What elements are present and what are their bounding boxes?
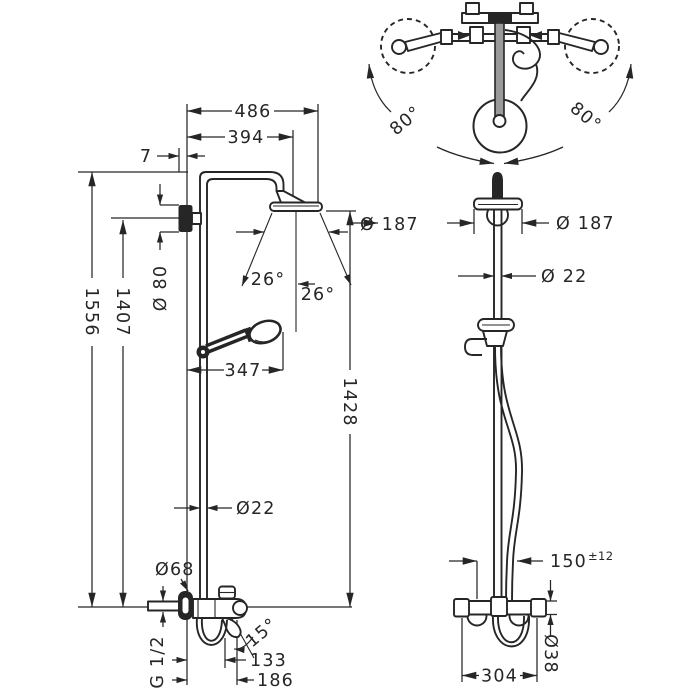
dim-label: 1407	[112, 287, 132, 336]
dim-label: Ø 187	[360, 215, 419, 235]
dim-label: 304	[481, 667, 518, 687]
top-swivel-view: 80° 80°	[366, 2, 634, 165]
swivel-position-left	[380, 18, 436, 74]
valve-cap-left	[453, 598, 470, 618]
head-mount-cone	[275, 190, 306, 204]
dim-label: Ø 80	[151, 265, 171, 311]
holder-hook	[464, 338, 487, 356]
dim-pipe-diameter-front: Ø 22	[458, 267, 587, 287]
dim-label: 486	[234, 102, 271, 122]
dim-label: Ø 22	[541, 267, 587, 287]
dim-valve-diameter: Ø38	[540, 580, 560, 674]
dim-height-bracket: 1407	[112, 220, 132, 607]
dim-wall-offset: 7	[140, 147, 205, 167]
pole-clamp	[490, 596, 508, 617]
valve-cap-right	[530, 598, 547, 618]
dim-valve-width: 304	[461, 618, 538, 687]
dim-spout-reach-outer: 186	[172, 671, 294, 691]
dim-label: 347	[224, 361, 261, 381]
dim-label: 80°	[566, 99, 605, 137]
dim-reach-outer: 486	[187, 102, 318, 122]
swivel-position-right	[564, 18, 620, 74]
thermostat-valve	[453, 596, 547, 648]
hand-shower-left-top	[404, 32, 445, 52]
mixer-front-knob	[232, 600, 248, 616]
hand-shower-right-top	[555, 32, 596, 52]
arm-top	[494, 22, 505, 121]
wall-bracket-stub	[191, 212, 202, 225]
hand-shower-head	[248, 319, 282, 345]
dim-height-head: 1428	[339, 211, 359, 607]
arm-hub	[492, 114, 507, 128]
shower-pipe-outline	[178, 171, 323, 600]
side-profile-view: 486 394 7 Ø 80 1556 1407	[78, 102, 419, 691]
front-view: Ø 187 Ø 22 150±12	[447, 172, 615, 687]
dim-label: 133	[250, 651, 287, 671]
reference-lines	[78, 104, 356, 685]
dim-label: 186	[257, 671, 294, 691]
dim-head-diameter-side: Ø 187	[350, 215, 419, 235]
head-pivot-pin	[492, 172, 503, 199]
hose-loop-inner	[201, 617, 223, 642]
dim-label: G 1/2	[148, 635, 168, 688]
dim-label: Ø22	[236, 499, 276, 519]
holder-cup	[482, 330, 508, 347]
hose-loop-front-inner	[497, 615, 525, 644]
dim-head-diameter-front: Ø 187	[447, 209, 615, 234]
hand-shower-front	[464, 318, 515, 356]
dim-thread: G 1/2	[148, 586, 168, 689]
dim-handshower-reach: 347	[187, 361, 283, 381]
overhead-shower-disc	[269, 201, 323, 212]
dim-label: 80°	[386, 102, 425, 140]
dim-label: Ø 187	[556, 214, 615, 234]
hand-shower-side	[196, 319, 282, 359]
bath-mixer	[147, 585, 248, 646]
spray-cone: 26° 26°	[236, 211, 352, 332]
dim-hose-clearance: 150±12	[449, 549, 614, 599]
dim-label: 15°	[242, 614, 281, 652]
dim-wall-plate: Ø 80	[151, 184, 171, 311]
dim-escutcheon: Ø68	[155, 560, 195, 592]
spray-angle-label: 26°	[251, 270, 286, 290]
dim-spout-reach: 133	[172, 651, 287, 671]
supply-stub	[147, 600, 180, 612]
dim-label: 394	[227, 128, 264, 148]
wall-bracket-plate	[178, 205, 193, 232]
dim-reach-center: 394	[187, 128, 293, 148]
dim-pipe-diameter-side: Ø22	[174, 499, 276, 519]
shower-hose	[494, 345, 523, 602]
dim-swivel-left: 80°	[366, 63, 495, 165]
hose-loop-outer	[196, 617, 228, 646]
hose-curl-top	[504, 29, 541, 70]
dim-label: 1428	[339, 377, 359, 426]
spray-angle-label: 26°	[301, 285, 336, 305]
dim-label: 1556	[81, 287, 101, 336]
dim-height-total: 1556	[81, 172, 101, 607]
dim-label: 150±12	[550, 549, 614, 572]
pole-front	[493, 209, 503, 601]
dim-label: Ø68	[155, 560, 195, 580]
dim-label: Ø38	[540, 634, 560, 674]
dim-label: 7	[140, 147, 152, 167]
hose-loop-front-outer	[492, 615, 530, 648]
